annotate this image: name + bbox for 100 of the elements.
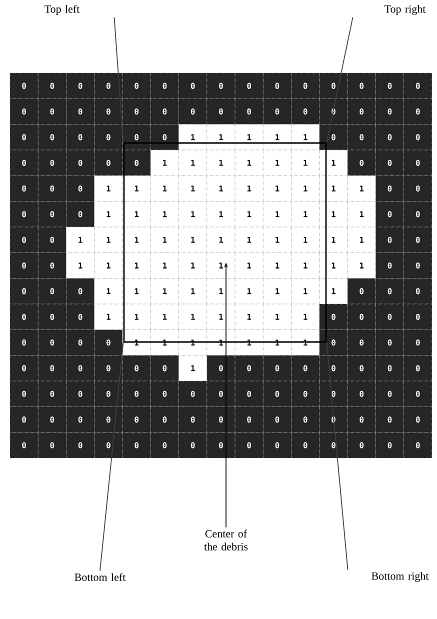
grid-cell: 0 bbox=[38, 252, 66, 279]
grid-cell: 1 bbox=[291, 252, 320, 279]
corner-label: Top left bbox=[44, 4, 80, 16]
grid-cell: 1 bbox=[347, 175, 376, 202]
grid-cell: 0 bbox=[376, 201, 404, 228]
grid-cell: 0 bbox=[376, 252, 404, 279]
grid-cell: 0 bbox=[10, 330, 38, 356]
grid-cell: 0 bbox=[206, 98, 236, 125]
grid-cell: 0 bbox=[10, 278, 38, 304]
grid-cell: 1 bbox=[122, 252, 151, 279]
grid-cell: 0 bbox=[376, 150, 404, 176]
grid-cell: 0 bbox=[178, 72, 208, 99]
grid-cell: 0 bbox=[66, 304, 95, 330]
grid-cell: 0 bbox=[319, 355, 348, 382]
grid-cell: 1 bbox=[319, 201, 348, 228]
grid-cell: 0 bbox=[38, 406, 66, 433]
grid-cell: 0 bbox=[404, 226, 432, 253]
grid-cell: 0 bbox=[347, 278, 376, 304]
grid-cell: 1 bbox=[291, 124, 320, 150]
grid-cell: 1 bbox=[319, 278, 348, 304]
grid-cell: 0 bbox=[10, 150, 38, 176]
grid-cell: 0 bbox=[178, 432, 208, 458]
grid-cell: 1 bbox=[319, 175, 348, 202]
grid-cell: 1 bbox=[262, 124, 292, 150]
grid-cell: 1 bbox=[150, 226, 179, 253]
leader-line bbox=[100, 342, 124, 572]
grid-cell: 1 bbox=[178, 150, 208, 176]
grid-cell: 1 bbox=[66, 226, 95, 253]
grid-cell: 0 bbox=[206, 406, 236, 433]
grid-cell: 0 bbox=[404, 72, 432, 99]
grid-cell: 0 bbox=[376, 406, 404, 433]
grid-cell: 1 bbox=[262, 226, 292, 253]
grid-cell: 0 bbox=[262, 406, 292, 433]
grid-cell: 0 bbox=[10, 124, 38, 150]
grid-cell: 1 bbox=[150, 150, 179, 176]
grid-cell: 0 bbox=[347, 406, 376, 433]
grid-cell: 1 bbox=[94, 304, 123, 330]
grid-cell: 0 bbox=[376, 226, 404, 253]
grid-cell: 1 bbox=[206, 304, 236, 330]
grid-cell: 1 bbox=[234, 278, 264, 304]
grid-cell: 0 bbox=[10, 175, 38, 202]
grid-cell: 0 bbox=[150, 98, 179, 125]
grid-cell: 1 bbox=[178, 226, 208, 253]
grid-cell: 1 bbox=[178, 124, 208, 150]
grid-cell: 0 bbox=[66, 355, 95, 382]
grid-cell: 0 bbox=[38, 330, 66, 356]
grid-cell: 0 bbox=[94, 150, 123, 176]
grid-cell: 1 bbox=[94, 252, 123, 279]
grid-cell: 0 bbox=[262, 72, 292, 99]
grid-cell: 0 bbox=[319, 124, 348, 150]
grid-cell: 0 bbox=[347, 124, 376, 150]
grid-cell: 0 bbox=[376, 278, 404, 304]
grid-cell: 0 bbox=[122, 150, 151, 176]
grid-cell: 1 bbox=[234, 252, 264, 279]
grid-cell: 1 bbox=[234, 304, 264, 330]
grid-cell: 1 bbox=[319, 252, 348, 279]
grid-cell: 0 bbox=[94, 432, 123, 458]
grid-cell: 1 bbox=[150, 175, 179, 202]
grid-cell: 0 bbox=[38, 124, 66, 150]
grid-cell: 1 bbox=[122, 304, 151, 330]
grid-cell: 0 bbox=[347, 380, 376, 407]
grid-cell: 0 bbox=[347, 432, 376, 458]
grid-cell: 0 bbox=[404, 150, 432, 176]
grid-cell: 0 bbox=[291, 72, 320, 99]
grid-cell: 0 bbox=[150, 406, 179, 433]
grid-cell: 1 bbox=[178, 175, 208, 202]
grid-cell: 0 bbox=[150, 380, 179, 407]
grid-cell: 0 bbox=[10, 226, 38, 253]
grid-cell: 1 bbox=[94, 201, 123, 228]
grid-cell: 0 bbox=[291, 98, 320, 125]
leader-line bbox=[326, 16, 354, 143]
grid-cell: 1 bbox=[291, 175, 320, 202]
grid-cell: 0 bbox=[234, 406, 264, 433]
grid-cell: 0 bbox=[404, 406, 432, 433]
grid-cell: 0 bbox=[122, 355, 151, 382]
grid-cell: 0 bbox=[347, 355, 376, 382]
grid-cell: 0 bbox=[319, 72, 348, 99]
grid-cell: 0 bbox=[122, 406, 151, 433]
grid-cell: 0 bbox=[94, 98, 123, 125]
grid-cell: 1 bbox=[234, 150, 264, 176]
grid-cell: 0 bbox=[10, 380, 38, 407]
grid-cell: 1 bbox=[178, 201, 208, 228]
grid-cell: 0 bbox=[291, 380, 320, 407]
grid-cell: 0 bbox=[66, 330, 95, 356]
grid-cell: 1 bbox=[234, 124, 264, 150]
grid-cell: 1 bbox=[178, 304, 208, 330]
grid-cell: 0 bbox=[404, 355, 432, 382]
grid-cell: 1 bbox=[94, 226, 123, 253]
grid-cell: 0 bbox=[404, 304, 432, 330]
grid-cell: 0 bbox=[122, 72, 151, 99]
grid-cell: 0 bbox=[319, 432, 348, 458]
grid-cell: 0 bbox=[38, 150, 66, 176]
grid-cell: 1 bbox=[178, 252, 208, 279]
grid-cell: 0 bbox=[347, 72, 376, 99]
grid-cell: 0 bbox=[376, 380, 404, 407]
grid-cell: 0 bbox=[234, 432, 264, 458]
grid-cell: 0 bbox=[206, 72, 236, 99]
grid-cell: 0 bbox=[38, 304, 66, 330]
corner-label: Bottom right bbox=[372, 572, 429, 582]
grid-cell: 0 bbox=[206, 355, 236, 382]
